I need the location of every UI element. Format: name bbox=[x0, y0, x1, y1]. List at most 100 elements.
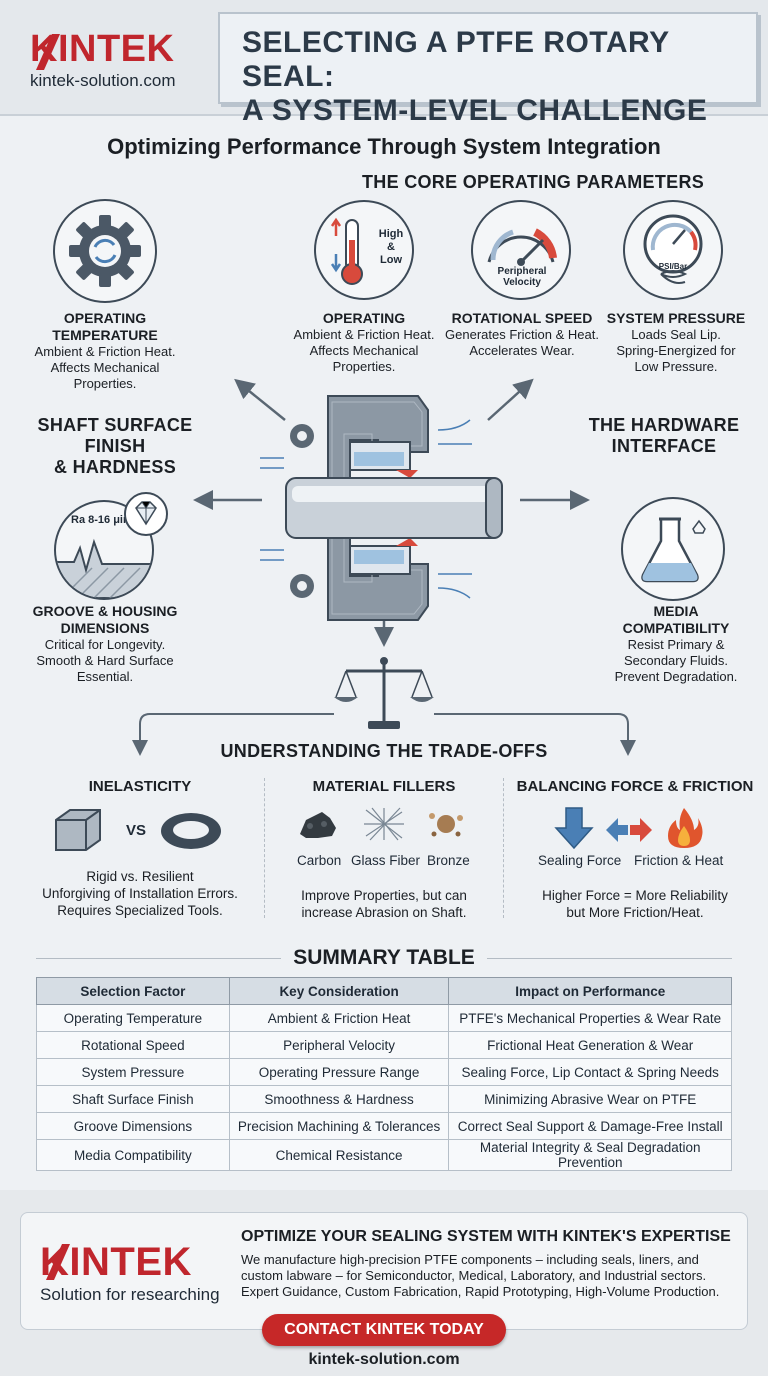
table-cell: Operating Temperature bbox=[36, 1004, 230, 1032]
force-line-2: but More Friction/Heat. bbox=[566, 905, 704, 920]
table-cell: Groove Dimensions bbox=[36, 1112, 230, 1140]
table-cell: Sealing Force, Lip Contact & Spring Need… bbox=[448, 1058, 732, 1086]
media-line-2: Secondary Fluids. bbox=[623, 653, 729, 668]
op-temp-mid-block: OPERATING Ambient & Friction Heat. Affec… bbox=[282, 310, 446, 375]
footer-line-2: custom labware – for Semiconductor, Medi… bbox=[241, 1268, 707, 1283]
thermometer-icon bbox=[330, 217, 363, 285]
pressure-line-3: Low Pressure. bbox=[634, 359, 718, 374]
op-temp-mid-line-2: Affects Mechanical bbox=[309, 343, 419, 358]
shaft-title-2: & HARDNESS bbox=[53, 457, 176, 477]
groove-title-1: GROOVE & HOUSING bbox=[32, 603, 178, 619]
balance-scale-icon bbox=[334, 657, 434, 729]
table-cell: Shaft Surface Finish bbox=[36, 1085, 230, 1113]
glass-fiber-icon bbox=[364, 807, 404, 841]
groove-line-3: Essential. bbox=[76, 669, 134, 684]
force-text: Higher Force = More Reliability but More… bbox=[510, 887, 760, 921]
filler-label-glass-fiber: Glass Fiber bbox=[351, 853, 421, 868]
fillers-text: Improve Properties, but can increase Abr… bbox=[272, 887, 496, 921]
table-cell: Precision Machining & Tolerances bbox=[228, 1112, 450, 1140]
summary-heading: SUMMARY TABLE bbox=[281, 946, 487, 969]
page-title-line-2: A SYSTEM-LEVEL CHALLENGE bbox=[242, 94, 708, 127]
footer-url[interactable]: kintek-solution.com bbox=[308, 1351, 460, 1368]
header-logo-text: KINTEK bbox=[30, 28, 175, 70]
inelasticity-caption: Rigid vs. Resilient bbox=[86, 869, 194, 884]
carbon-icon bbox=[300, 812, 336, 838]
shaft-heading: SHAFT SURFACE FINISH & HARDNESS bbox=[10, 415, 220, 478]
vs-label: VS bbox=[126, 822, 147, 839]
table-cell: PTFE's Mechanical Properties & Wear Rate bbox=[448, 1004, 732, 1032]
hardware-heading: THE HARDWARE INTERFACE bbox=[574, 415, 754, 457]
speed-line-2: Accelerates Wear. bbox=[469, 343, 575, 358]
seal-diagram bbox=[258, 390, 518, 626]
friction-heat-label: Friction & Heat bbox=[634, 853, 724, 868]
flask-circle bbox=[621, 497, 725, 601]
tradeoffs-heading: UNDERSTANDING THE TRADE-OFFS bbox=[220, 741, 548, 761]
table-header-row: Selection Factor Key Consideration Impac… bbox=[36, 977, 732, 1005]
groove-block: GROOVE & HOUSING DIMENSIONS Critical for… bbox=[20, 603, 190, 685]
table-header-cell: Selection Factor bbox=[36, 977, 230, 1005]
table-cell: Minimizing Abrasive Wear on PTFE bbox=[448, 1085, 732, 1113]
core-heading: THE CORE OPERATING PARAMETERS bbox=[362, 172, 705, 192]
hardware-title-1: THE HARDWARE bbox=[588, 415, 740, 435]
pressure-line-2: Spring-Energized for bbox=[616, 343, 736, 358]
op-temp-left-line-1: Ambient & Friction Heat. bbox=[34, 344, 176, 359]
table-cell: Peripheral Velocity bbox=[228, 1031, 450, 1059]
table-row: Shaft Surface Finish Smoothness & Hardne… bbox=[36, 1085, 732, 1113]
table-cell: Ambient & Friction Heat bbox=[228, 1004, 450, 1032]
table-row: System Pressure Operating Pressure Range… bbox=[36, 1058, 732, 1086]
diamond-icon bbox=[135, 501, 157, 526]
table-cell: Media Compatibility bbox=[36, 1139, 230, 1171]
icon-high-label: High bbox=[378, 228, 404, 240]
footer-logo[interactable]: KINTEK Solution for researching bbox=[40, 1240, 230, 1305]
fillers-line-2: increase Abrasion on Shaft. bbox=[301, 905, 467, 920]
table-row: Groove Dimensions Precision Machining & … bbox=[36, 1112, 732, 1140]
bronze-icon bbox=[429, 813, 463, 837]
inelasticity-text: Rigid vs. Resilient Unforgiving of Insta… bbox=[30, 868, 250, 919]
header-url[interactable]: kintek-solution.com bbox=[30, 71, 176, 90]
icon-velocity-label: Velocity bbox=[503, 277, 541, 288]
fillers-line-1: Improve Properties, but can bbox=[301, 888, 467, 903]
table-cell: Material Integrity & Seal Degradation Pr… bbox=[448, 1139, 732, 1171]
icon-amp-label: & bbox=[387, 241, 395, 253]
inelasticity-line-2: Requires Specialized Tools. bbox=[57, 903, 223, 918]
footer-heading: OPTIMIZE YOUR SEALING SYSTEM WITH KINTEK… bbox=[241, 1228, 731, 1245]
table-cell: Smoothness & Hardness bbox=[228, 1085, 450, 1113]
fillers-title: MATERIAL FILLERS bbox=[312, 778, 456, 795]
groove-line-1: Critical for Longevity. bbox=[44, 637, 166, 652]
force-title: BALANCING FORCE & FRICTION bbox=[516, 778, 754, 795]
flask-icon bbox=[641, 517, 706, 583]
groove-line-2: Smooth & Hard Surface bbox=[36, 653, 174, 668]
table-row: Operating Temperature Ambient & Friction… bbox=[36, 1004, 732, 1032]
table-header-cell: Impact on Performance bbox=[448, 977, 732, 1005]
table-cell: Operating Pressure Range bbox=[228, 1058, 450, 1086]
header-logo[interactable]: KINTEK kintek-solution.com bbox=[30, 28, 210, 91]
balance-scale bbox=[334, 653, 434, 733]
table-cell: Rotational Speed bbox=[36, 1031, 230, 1059]
op-temp-left-line-2: Affects Mechanical bbox=[50, 360, 160, 375]
shaft-title-1: SHAFT SURFACE FINISH bbox=[37, 415, 193, 456]
pressure-title: SYSTEM PRESSURE bbox=[606, 310, 746, 326]
op-temp-mid-line-3: Properties. bbox=[332, 359, 396, 374]
icon-low-label: Low bbox=[380, 254, 402, 266]
force-line-1: Higher Force = More Reliability bbox=[542, 888, 728, 903]
bidirectional-arrow-icon bbox=[606, 818, 652, 842]
op-temp-mid-line-1: Ambient & Friction Heat. bbox=[293, 327, 435, 342]
pressure-gauge-circle: PSI/Bar bbox=[623, 200, 723, 300]
title-box: SELECTING A PTFE ROTARY SEAL: A SYSTEM-L… bbox=[218, 12, 758, 127]
groove-title-2: DIMENSIONS bbox=[60, 620, 150, 636]
central-diagram-arrows bbox=[193, 378, 590, 647]
op-temp-left-block: OPERATING TEMPERATURE Ambient & Friction… bbox=[20, 310, 190, 392]
tradeoffs-divider-1 bbox=[264, 778, 265, 918]
rotary-seal-icon bbox=[260, 395, 503, 621]
inelasticity-icons: VS bbox=[50, 806, 240, 856]
table-cell: Frictional Heat Generation & Wear bbox=[448, 1031, 732, 1059]
filler-label-bronze: Bronze bbox=[427, 853, 470, 868]
footer-body: We manufacture high-precision PTFE compo… bbox=[241, 1252, 741, 1300]
fire-icon bbox=[668, 808, 703, 848]
table-cell: System Pressure bbox=[36, 1058, 230, 1086]
pressure-line-1: Loads Seal Lip. bbox=[631, 327, 721, 342]
footer-line-3: Expert Guidance, Custom Fabrication, Rap… bbox=[241, 1284, 720, 1299]
contact-button[interactable]: CONTACT KINTEK TODAY bbox=[262, 1314, 506, 1346]
op-temp-left-title-1: OPERATING bbox=[63, 310, 147, 326]
inelasticity-title: INELASTICITY bbox=[88, 778, 192, 795]
